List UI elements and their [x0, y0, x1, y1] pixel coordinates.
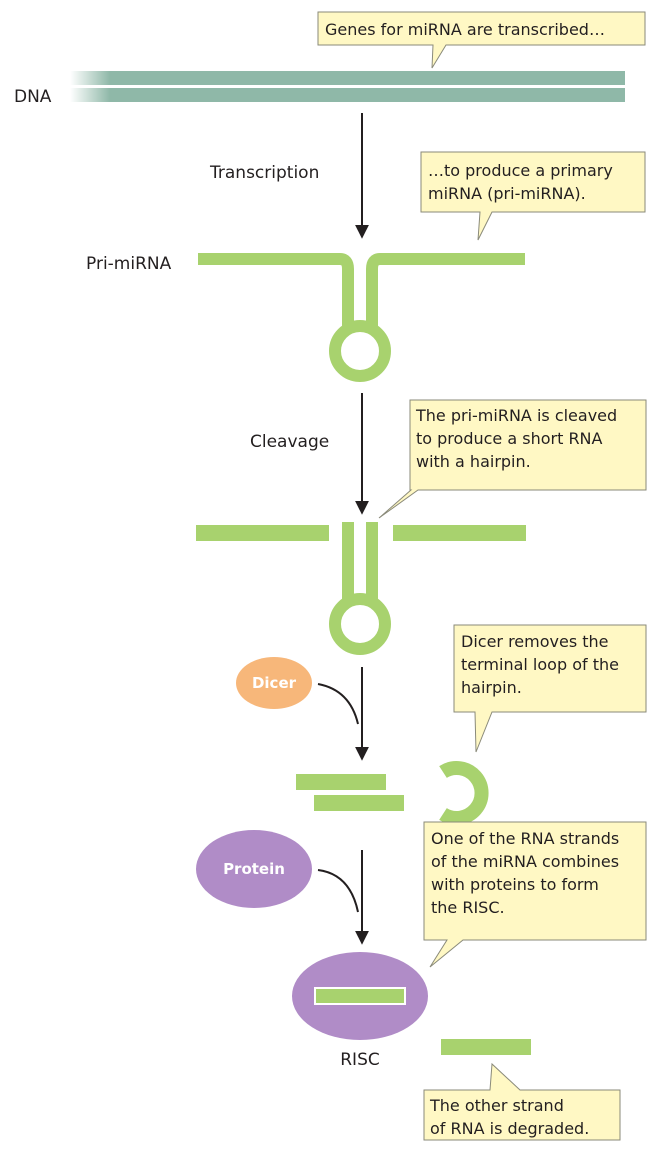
callout-risc-line-4: the RISC. [431, 898, 505, 917]
callout-genes-line-1: Genes for miRNA are transcribed… [325, 20, 605, 39]
callout-degraded-box [423, 1062, 621, 1141]
callout-dicer-line-2: terminal loop of the [461, 655, 619, 674]
callout-degraded: The other strand of RNA is degraded. [423, 1062, 621, 1141]
callout-dicer-line-3: hairpin. [461, 678, 522, 697]
callout-dicer-line-1: Dicer removes the [461, 632, 609, 651]
dna-strand-top-fade [70, 71, 110, 85]
duplex-strand-top [296, 774, 386, 790]
dna-strand-bottom [110, 88, 625, 102]
protein [196, 830, 312, 908]
pri-mirna-left-arm [198, 253, 354, 333]
callout-pri-box [420, 151, 646, 241]
callout-risc-line-2: of the miRNA combines [431, 852, 619, 871]
mirna-duplex [296, 774, 404, 811]
pri-mirna-right-arm [366, 253, 525, 333]
callout-cleave-box [378, 399, 647, 519]
pri-mirna-label: Pri-miRNA [86, 254, 172, 274]
callout-pri-mirna: …to produce a primary miRNA (pri-miRNA). [420, 151, 646, 241]
callout-degraded-line-2: of RNA is degraded. [430, 1119, 589, 1138]
dicer-enzyme [236, 657, 312, 709]
transcription-label: Transcription [209, 163, 319, 183]
callout-risc-line-1: One of the RNA strands [431, 829, 619, 848]
callout-genes: Genes for miRNA are transcribed… [317, 11, 646, 69]
dna-strand-bottom-fade [70, 88, 110, 102]
risc-label: RISC [340, 1050, 380, 1070]
removed-terminal-loop [439, 761, 489, 825]
dna-molecule [70, 71, 625, 102]
callout-risc-line-3: with proteins to form [431, 875, 599, 894]
cleavage-label: Cleavage [250, 432, 329, 452]
callout-genes-box [317, 11, 646, 69]
short-hairpin-rna [329, 522, 391, 655]
callout-cleave-line-3: with a hairpin. [416, 452, 531, 471]
dna-label: DNA [14, 87, 52, 107]
callout-pri-line-1: …to produce a primary [428, 161, 613, 180]
callout-risc: One of the RNA strands of the miRNA comb… [423, 821, 647, 968]
duplex-strand-bottom [314, 795, 404, 811]
callout-cleave-line-1: The pri-miRNA is cleaved [415, 406, 617, 425]
short-hairpin-loop [329, 593, 391, 655]
callout-dicer-box [453, 624, 647, 753]
cleaved-fragment-left [196, 525, 329, 541]
callout-cleave: The pri-miRNA is cleaved to produce a sh… [378, 399, 647, 519]
callout-degraded-line-1: The other strand [429, 1096, 564, 1115]
cleaved-fragment-right [393, 525, 526, 541]
protein-label: Protein [223, 860, 285, 878]
callout-risc-box [423, 821, 647, 968]
dna-strand-top [110, 71, 625, 85]
cleaved-rna [196, 522, 526, 655]
dicer-curved-arrow [317, 683, 359, 725]
pri-mirna-hairpin-loop [329, 320, 391, 382]
pri-mirna-molecule [198, 253, 525, 382]
protein-curved-arrow [317, 869, 359, 913]
dicer-label: Dicer [252, 674, 297, 692]
degraded-strand [441, 1039, 531, 1055]
callout-dicer: Dicer removes the terminal loop of the h… [453, 624, 647, 753]
callout-cleave-line-2: to produce a short RNA [416, 429, 603, 448]
risc-guide-strand [314, 987, 406, 1005]
callout-pri-line-2: miRNA (pri-miRNA). [428, 184, 586, 203]
